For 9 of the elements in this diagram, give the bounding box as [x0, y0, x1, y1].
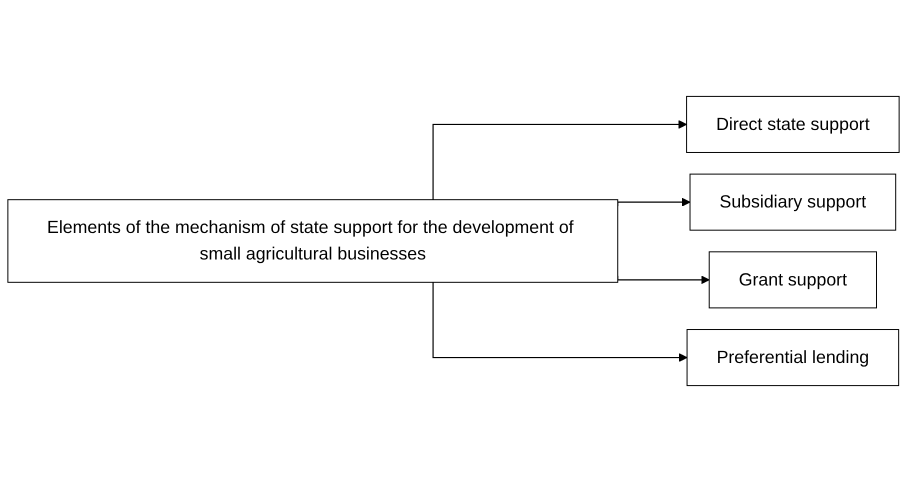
arrow [617, 276, 710, 284]
node-box: Grant support [708, 251, 877, 308]
arrow [432, 120, 687, 200]
arrow [617, 198, 690, 206]
node-box: Elements of the mechanism of state support for the development of small agricultural businesses [7, 199, 618, 283]
arrow [432, 282, 688, 362]
node-box: Preferential lending [686, 329, 900, 386]
node-box: Direct state support [686, 96, 900, 153]
node-box: Subsidiary support [690, 174, 896, 231]
